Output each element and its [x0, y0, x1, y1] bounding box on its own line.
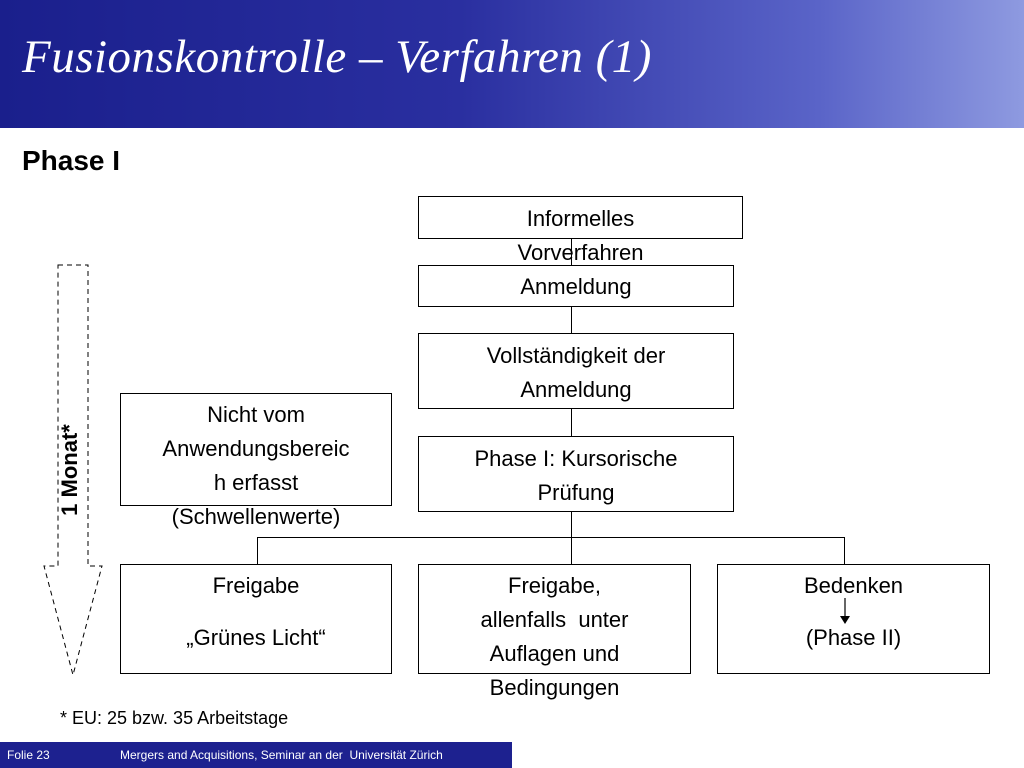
connector-informelles-anmeldung: [571, 239, 572, 265]
connector-anmeldung-vollstaendigkeit: [571, 307, 572, 333]
connector-to-freigabe: [257, 537, 258, 564]
section-heading: Phase I: [22, 145, 121, 176]
footer-bar: Folie 23 Mergers and Acquisitions, Semin…: [0, 742, 512, 768]
box-informelles-vorverfahren: [418, 196, 743, 239]
connector-to-bedenken: [844, 537, 845, 564]
title-bar: Fusionskontrolle – Verfahren (1): [0, 0, 1024, 128]
footnote: * EU: 25 bzw. 35 Arbeitstage: [60, 708, 289, 728]
box-freigabe: [120, 564, 392, 674]
box-nicht-erfasst: [120, 393, 392, 506]
box-vollstaendigkeit: [418, 333, 734, 409]
connector-branch-horizontal: [257, 537, 844, 538]
timeline-label-text: 1 Monat*: [57, 424, 82, 516]
box-freigabe-auflagen: [418, 564, 691, 674]
connector-vollstaendigkeit-phase1: [571, 409, 572, 436]
connector-phase1-branch: [571, 512, 572, 538]
box-phase1-pruefung: [418, 436, 734, 512]
bedenken-arrow-icon: [840, 598, 850, 624]
slide-number: Folie 23: [7, 748, 50, 762]
footer-course: Mergers and Acquisitions, Seminar an der…: [120, 748, 443, 762]
slide-title: Fusionskontrolle – Verfahren (1): [22, 31, 652, 83]
connector-to-freigabe-auflagen: [571, 537, 572, 564]
text-freigabe-auflagen-line4: Bedingungen: [489, 675, 620, 700]
box-anmeldung: [418, 265, 734, 307]
box-bedenken: [717, 564, 990, 674]
